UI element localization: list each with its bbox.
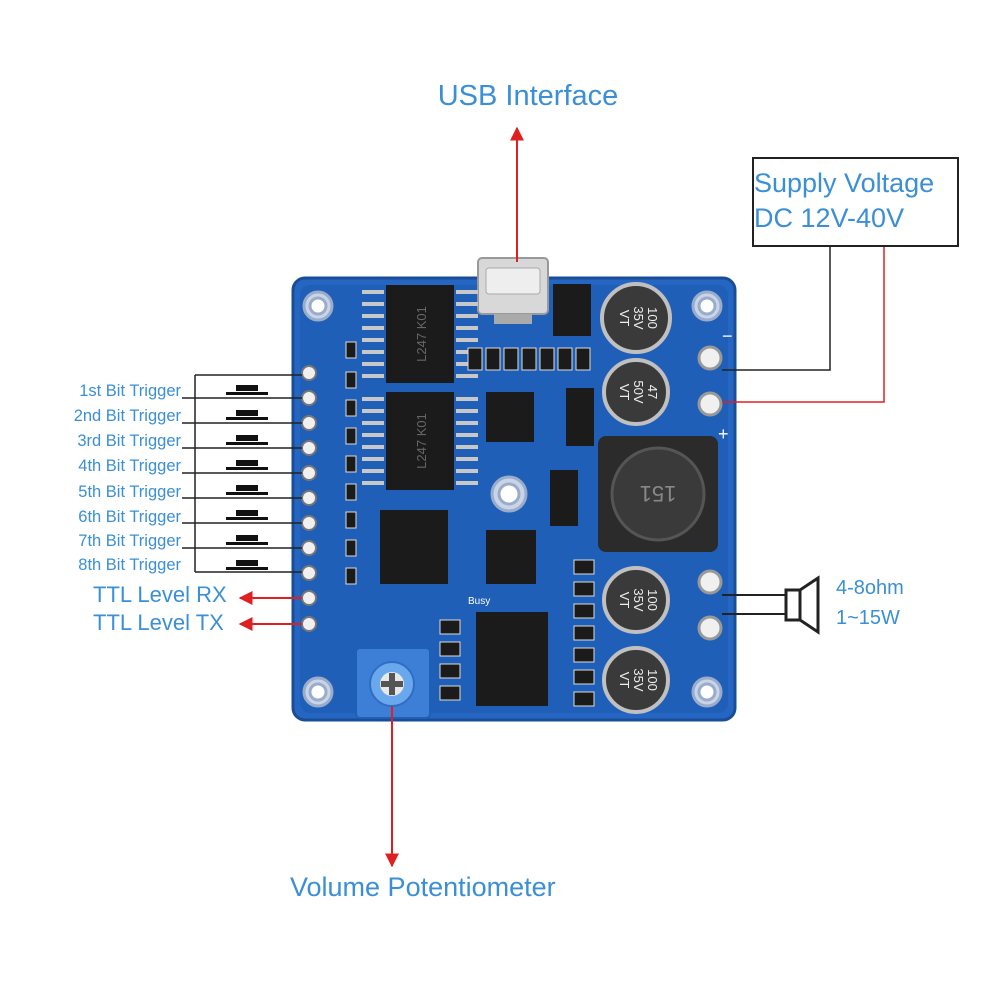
- supply-voltage-label: Supply Voltage: [754, 168, 935, 198]
- busy-silk: Busy: [468, 596, 490, 607]
- chip-small-1: [486, 392, 534, 442]
- capacitor-4: 10035VVT: [602, 646, 670, 714]
- speaker-icon: [784, 575, 820, 635]
- trigger-label: 8th Bit Trigger: [78, 556, 181, 574]
- polarity-plus: +: [718, 424, 729, 444]
- arrows: [238, 126, 524, 868]
- terminals: [697, 345, 723, 641]
- svg-text:L247 K01: L247 K01: [414, 413, 429, 469]
- chip-u1-text: L247 K01: [414, 306, 429, 362]
- supply-voltage-box: [752, 157, 959, 247]
- trigger-label: 3rd Bit Trigger: [77, 432, 181, 450]
- chip-controller: [380, 510, 448, 584]
- trigger-label: 1st Bit Trigger: [79, 382, 181, 400]
- ttl-rx-label: TTL Level RX: [93, 582, 227, 607]
- svg-text:4750VVT: 4750VVT: [617, 380, 660, 403]
- speaker-impedance-label: 4-8ohm: [836, 577, 904, 599]
- header-pins: [301, 365, 317, 632]
- supply-negative-wire: [722, 244, 831, 371]
- pcb-board: L247 K01 L247 K01 10035VVT: [291, 257, 737, 722]
- trigger-label: 2nd Bit Trigger: [73, 407, 181, 425]
- chip-u2: L247 K01: [386, 392, 454, 490]
- trigger-switches: [226, 385, 268, 570]
- trigger-label: 7th Bit Trigger: [78, 532, 181, 550]
- usb-connector: [477, 257, 549, 324]
- trigger-wiring: [182, 374, 302, 573]
- resistor-row: [345, 341, 595, 707]
- supply-voltage-range: DC 12V-40V: [754, 203, 905, 233]
- diode-2: [550, 470, 578, 526]
- diode-1: [566, 388, 594, 446]
- supply-positive-wire: [722, 244, 885, 403]
- capacitor-2: 4750VVT: [602, 358, 670, 426]
- chip-small-2: [486, 530, 536, 584]
- capacitor-1: 10035VVT: [600, 282, 672, 354]
- speaker-power-label: 1~15W: [836, 607, 900, 629]
- mounting-holes: [302, 290, 723, 708]
- inductor: 151: [598, 436, 718, 552]
- volume-potentiometer-label: Volume Potentiometer: [290, 872, 556, 902]
- chip-u1: L247 K01: [386, 285, 454, 383]
- svg-text:151: 151: [640, 481, 677, 506]
- svg-text:10035VVT: 10035VVT: [617, 668, 660, 691]
- speaker-wiring: [722, 594, 786, 615]
- trigger-label: 5th Bit Trigger: [78, 483, 181, 501]
- ic-pins: [362, 290, 478, 485]
- cap1-value: 100: [645, 307, 660, 329]
- regulator: [553, 284, 591, 336]
- trigger-wires: [182, 397, 302, 549]
- trigger-label: 4th Bit Trigger: [78, 457, 181, 475]
- usb-interface-label: USB Interface: [437, 80, 619, 112]
- trigger-label: 6th Bit Trigger: [78, 508, 181, 526]
- capacitor-3: 10035VVT: [602, 566, 670, 634]
- chip-amplifier: [476, 612, 548, 706]
- volume-potentiometer: [355, 647, 431, 719]
- svg-text:10035VVT: 10035VVT: [617, 588, 660, 611]
- svg-text:10035VVT: 10035VVT: [617, 306, 660, 329]
- polarity-minus: −: [722, 326, 733, 346]
- ttl-tx-label: TTL Level TX: [93, 610, 224, 635]
